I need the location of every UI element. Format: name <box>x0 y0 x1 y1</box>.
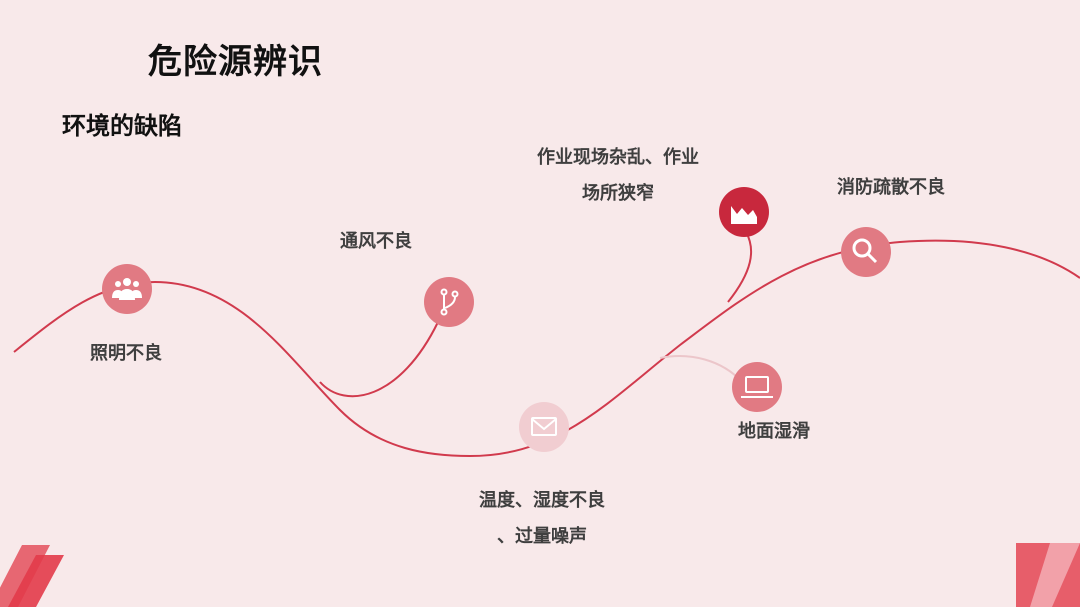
laptop-icon <box>741 376 773 398</box>
node-temperature <box>519 402 569 452</box>
node-ventilation <box>424 277 474 327</box>
label-floor: 地面湿滑 <box>738 421 810 442</box>
label-lighting: 照明不良 <box>90 343 162 364</box>
label-ventilation: 通风不良 <box>340 231 412 252</box>
label-workplace: 作业现场杂乱、作业 场所狭窄 <box>537 147 699 204</box>
search-icon <box>852 238 878 264</box>
label-fire: 消防疏散不良 <box>837 177 945 198</box>
corner-decoration-right <box>1016 543 1080 607</box>
mail-icon <box>531 417 557 436</box>
section-subtitle: 环境的缺陷 <box>62 112 182 140</box>
node-lighting <box>102 264 152 314</box>
page-title: 危险源辨识 <box>148 42 323 82</box>
label-temperature: 温度、湿度不良 、过量噪声 <box>479 490 605 547</box>
node-fire <box>841 227 891 277</box>
connector-workplace <box>727 231 753 303</box>
people-icon <box>112 278 142 300</box>
connector-ventilation <box>319 321 439 398</box>
corner-decoration-left <box>0 545 64 607</box>
node-workplace <box>719 187 769 237</box>
main-wave-curve <box>13 239 1080 458</box>
node-floor <box>732 362 782 412</box>
connector-floor <box>659 355 743 383</box>
branch-icon <box>440 288 459 316</box>
chart-icon <box>731 206 757 224</box>
